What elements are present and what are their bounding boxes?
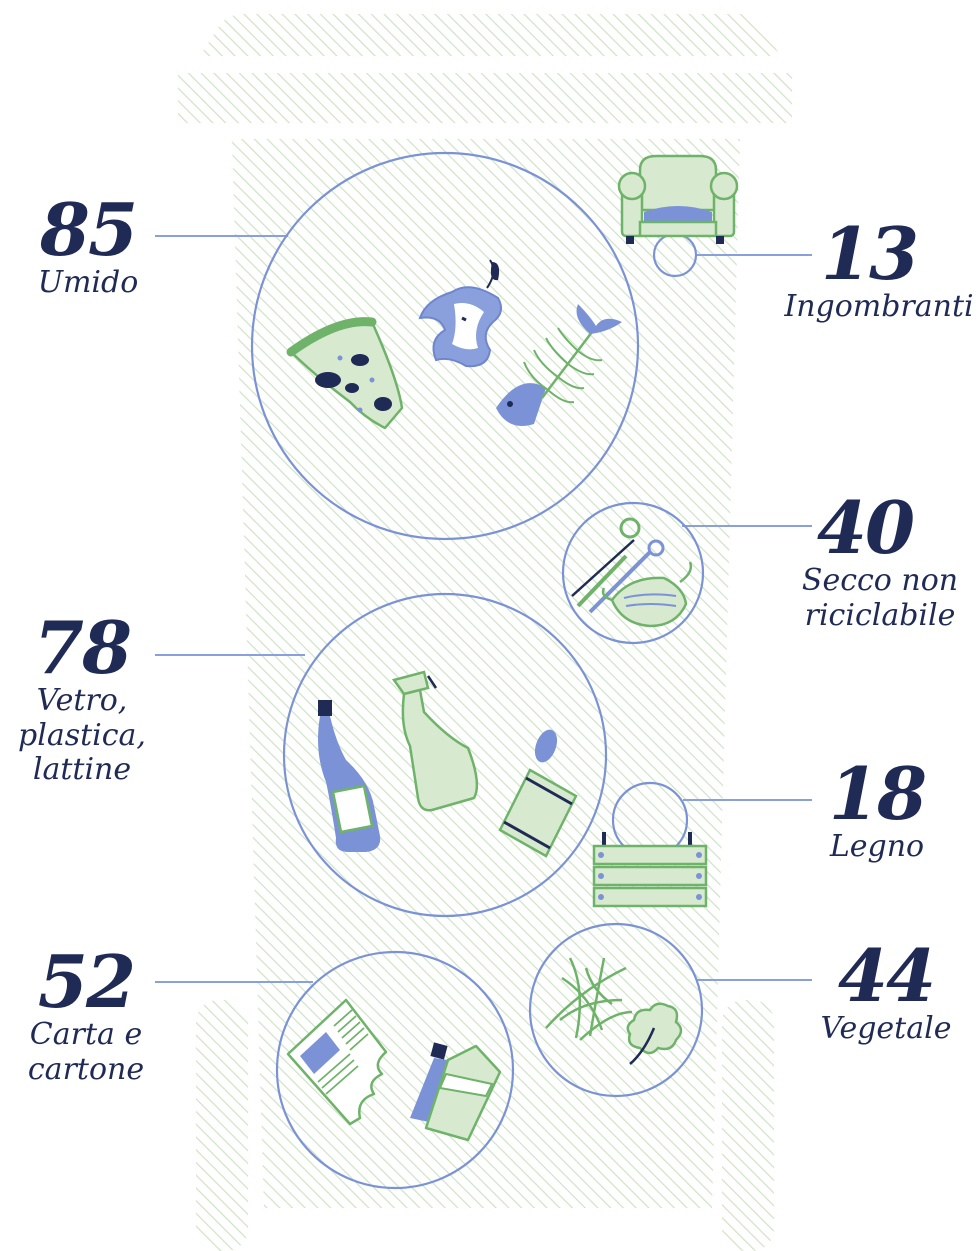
category-multimateriale: 78 Vetro, plastica, lattine (8, 612, 156, 788)
category-carta: 52 Carta e cartone (16, 946, 156, 1087)
apple-core-icon (418, 259, 503, 368)
value-vegetale: 44 (837, 933, 936, 1018)
label-line: riciclabile (804, 597, 956, 633)
category-secco: 40 Secco non riciclabile (790, 492, 970, 633)
value-carta: 52 (37, 939, 136, 1024)
leaf-icon (626, 1002, 683, 1065)
value-ingombranti: 13 (820, 211, 919, 296)
value-secco: 40 (816, 485, 915, 570)
label-carta: Carta e cartone (16, 1017, 156, 1087)
category-circles (250, 151, 705, 1190)
category-legno: 18 Legno (812, 758, 942, 865)
label-line: Legno (829, 829, 925, 864)
spray-bottle-icon (391, 670, 479, 812)
label-vegetale: Vegetale (806, 1011, 966, 1047)
value-umido: 85 (39, 187, 138, 272)
bottle-icon (318, 700, 381, 852)
label-line: Umido (37, 265, 139, 300)
connector-lines (155, 235, 812, 983)
label-line: Vetro, (36, 683, 128, 718)
label-umido: Umido (34, 265, 142, 301)
label-line: Secco non (801, 563, 959, 598)
label-ingombranti: Ingombranti (784, 289, 974, 325)
label-line: Vegetale (820, 1011, 952, 1046)
category-umido: 85 Umido (34, 194, 142, 301)
label-multimateriale: Vetro, plastica, lattine (8, 683, 156, 788)
newspaper-icon (286, 998, 388, 1126)
label-line: plastica, (18, 717, 146, 753)
value-legno: 18 (828, 751, 927, 836)
label-secco: Secco non riciclabile (790, 563, 970, 633)
scissors-icon (571, 517, 665, 614)
fish-bone-icon (496, 304, 622, 426)
category-vegetale: 44 Vegetale (806, 940, 966, 1047)
pizza-icon (286, 317, 404, 430)
value-multimateriale: 78 (33, 605, 132, 690)
category-ingombranti: 13 Ingombranti (784, 218, 974, 325)
face-mask-icon (601, 561, 693, 628)
label-line: cartone (27, 1051, 145, 1087)
label-legno: Legno (812, 829, 942, 865)
label-line: Carta e (29, 1017, 143, 1052)
grass-icon (545, 957, 633, 1041)
wooden-crate-icon (592, 832, 708, 908)
label-line: lattine (32, 752, 132, 787)
carton-icon (410, 1042, 502, 1142)
can-icon (498, 729, 578, 858)
label-line: Ingombranti (784, 289, 974, 324)
armchair-icon (617, 154, 739, 244)
